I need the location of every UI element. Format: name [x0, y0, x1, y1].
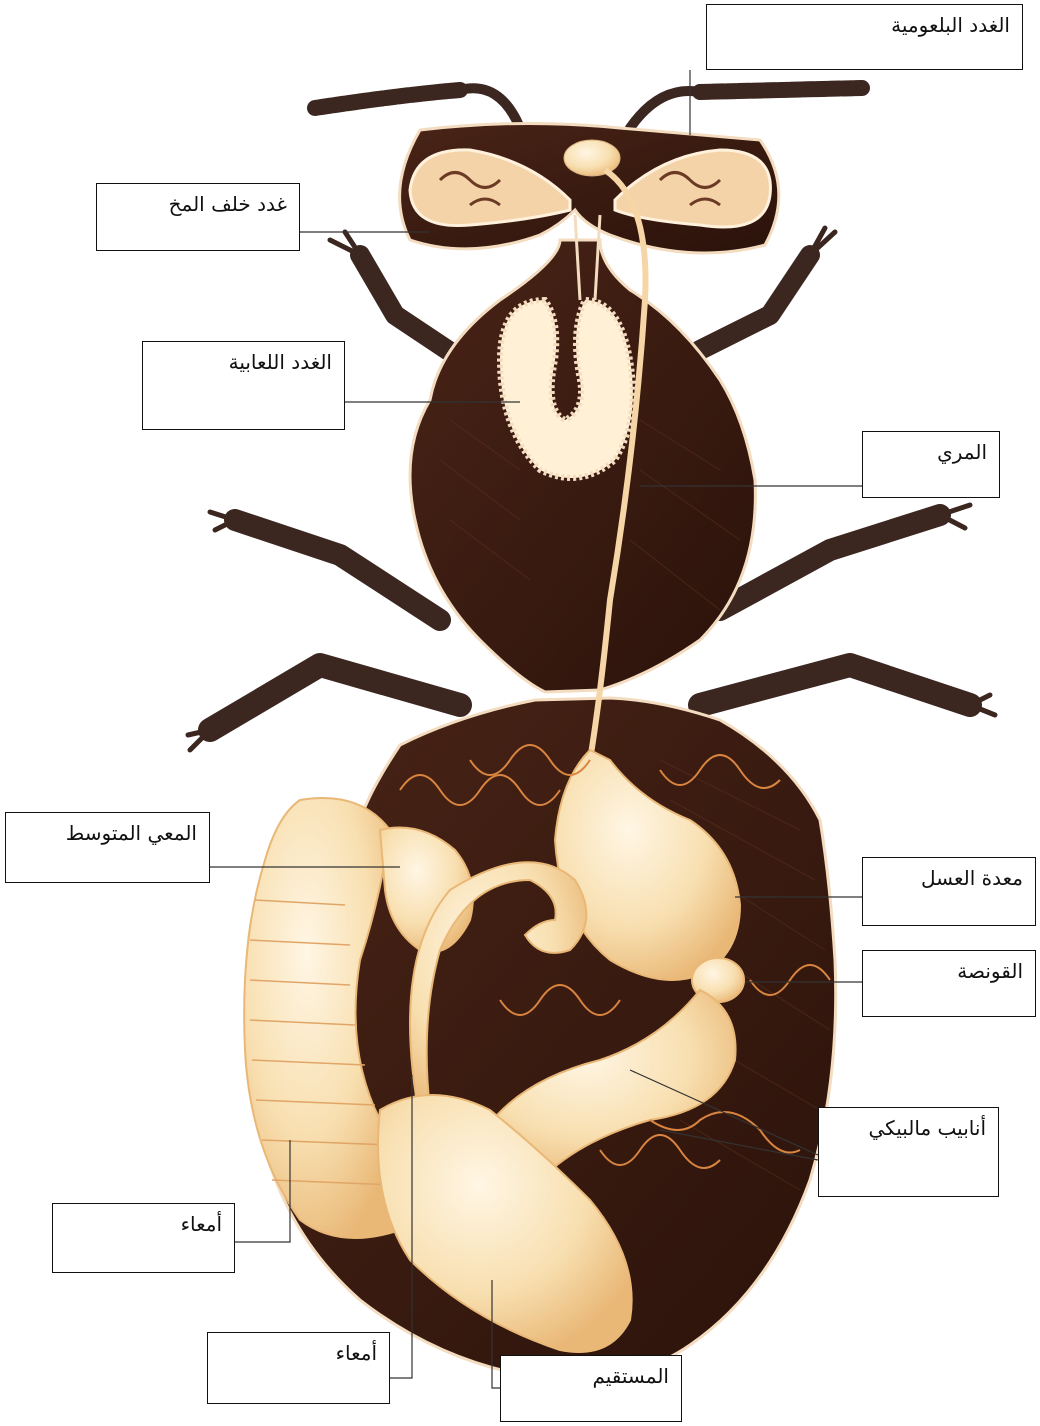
label-text: الغدد اللعابية: [229, 350, 332, 374]
label-text: غدد خلف المخ: [169, 192, 287, 216]
label-esophagus: المري: [862, 431, 1000, 498]
label-hypopharyngeal-glands: الغدد البلعومية: [706, 4, 1023, 70]
label-text: الغدد البلعومية: [891, 13, 1010, 37]
label-text: المعي المتوسط: [66, 821, 197, 845]
label-honey-stomach: معدة العسل: [862, 857, 1036, 926]
antenna-left: [315, 88, 520, 128]
brain: [564, 140, 620, 176]
label-proventriculus: القونصة: [862, 950, 1036, 1017]
label-intestine-1: أمعاء: [52, 1203, 235, 1273]
label-malpighian-tubules: أنابيب مالبيكي: [818, 1107, 999, 1197]
label-text: أمعاء: [336, 1341, 377, 1365]
label-postcerebral-glands: غدد خلف المخ: [96, 183, 300, 251]
label-text: المري: [937, 440, 987, 464]
label-midgut: المعي المتوسط: [5, 812, 210, 883]
label-text: المستقيم: [592, 1364, 669, 1388]
label-text: القونصة: [957, 959, 1023, 983]
label-rectum: المستقيم: [500, 1355, 682, 1422]
label-text: أمعاء: [181, 1212, 222, 1236]
label-text: أنابيب مالبيكي: [869, 1116, 987, 1140]
label-text: معدة العسل: [921, 866, 1023, 890]
antenna-right: [630, 88, 862, 128]
label-salivary-glands: الغدد اللعابية: [142, 341, 345, 430]
label-intestine-2: أمعاء: [207, 1332, 390, 1404]
